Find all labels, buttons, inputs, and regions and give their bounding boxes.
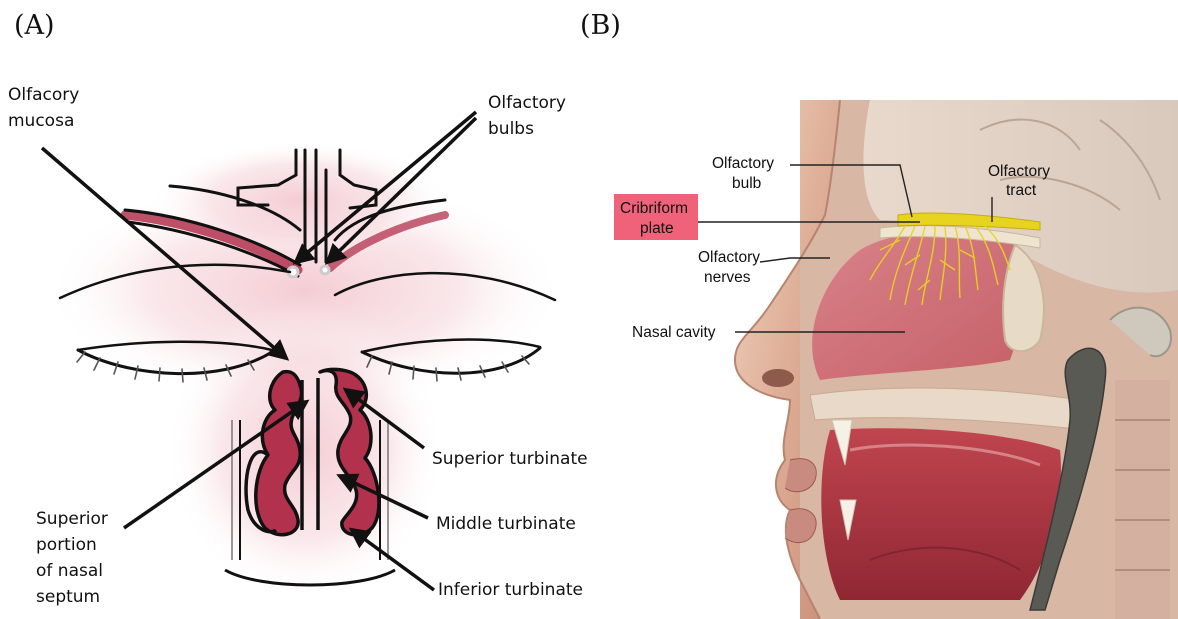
- label-olfactory-nerves-line1: Olfactory: [698, 249, 760, 266]
- label-olfactory-mucosa-line1: Olfacory: [8, 85, 79, 105]
- label-olfactory-nerves-line2: nerves: [704, 269, 751, 286]
- label-olfactory-tract-line1: Olfactory: [988, 163, 1050, 180]
- label-olfactory-tract-line2: tract: [1006, 182, 1037, 199]
- label-septum-line4: septum: [36, 587, 100, 607]
- label-septum-line2: portion: [36, 535, 97, 555]
- label-cribriform-line1: Cribriform: [620, 200, 688, 217]
- label-cribriform-line2: plate: [640, 220, 674, 237]
- panel-b: (B): [580, 10, 1178, 619]
- label-nasal-cavity: Nasal cavity: [632, 324, 716, 341]
- panel-b-letter: (B): [580, 10, 621, 41]
- panel-a-letter: (A): [14, 10, 55, 41]
- label-olfactory-bulb-line2: bulb: [732, 175, 761, 192]
- panel-a: (A): [8, 10, 588, 607]
- label-olfactory-bulbs-line2: bulbs: [488, 119, 534, 139]
- label-olfactory-bulbs-line1: Olfactory: [488, 93, 566, 113]
- label-superior-turbinate: Superior turbinate: [432, 449, 588, 469]
- label-septum-line3: of nasal: [36, 561, 103, 581]
- label-septum-line1: Superior: [36, 509, 108, 529]
- label-olfactory-mucosa-line2: mucosa: [8, 111, 74, 131]
- label-inferior-turbinate: Inferior turbinate: [438, 580, 583, 600]
- label-olfactory-bulb-line1: Olfactory: [712, 155, 774, 172]
- label-middle-turbinate: Middle turbinate: [436, 514, 576, 534]
- head-sagittal-illustration: [735, 100, 1178, 619]
